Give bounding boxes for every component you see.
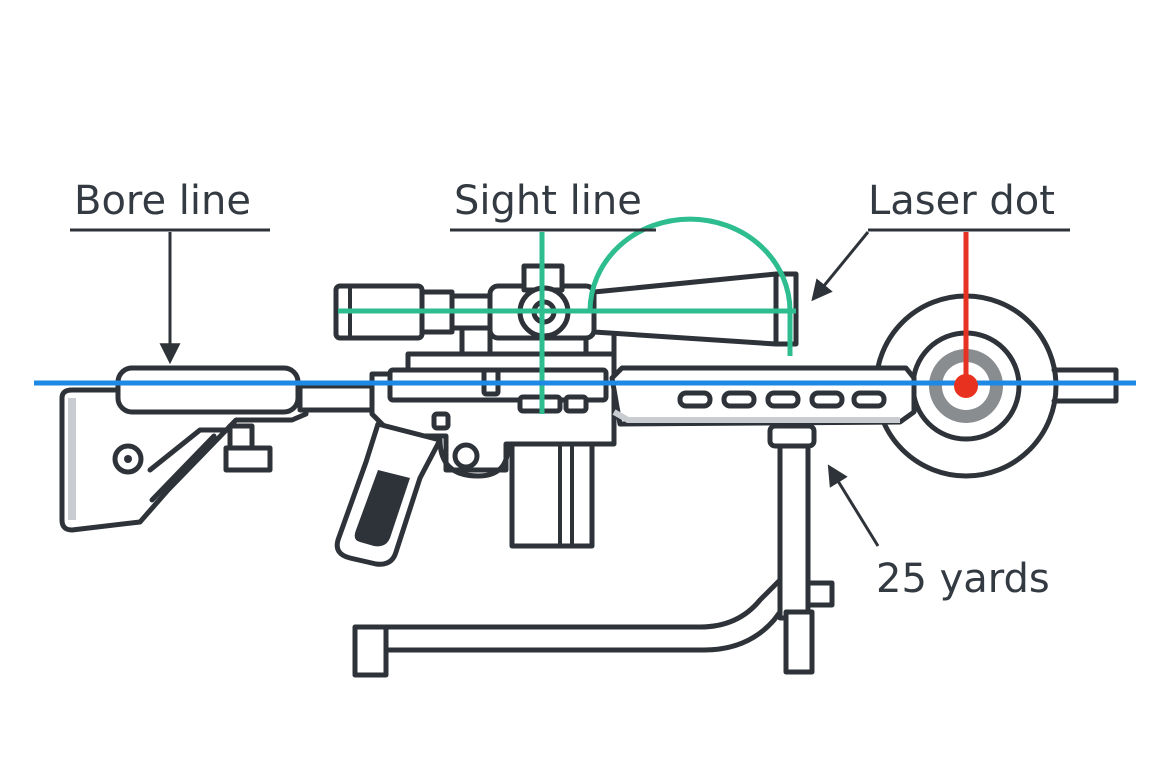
bipod-icon	[352, 423, 835, 678]
laser-dot-label: Laser dot	[868, 178, 1055, 224]
rifle-icon	[59, 351, 917, 567]
sight-line-callout: Sight line	[450, 178, 656, 232]
sight-line-label: Sight line	[454, 178, 642, 224]
distance-callout: 25 yards	[827, 464, 1050, 602]
laser-dot-callout: Laser dot	[811, 178, 1070, 302]
distance-label: 25 yards	[876, 556, 1050, 602]
bore-line-callout: Bore line	[70, 178, 270, 365]
laser-dot	[954, 374, 978, 398]
bore-line-label: Bore line	[74, 178, 251, 224]
